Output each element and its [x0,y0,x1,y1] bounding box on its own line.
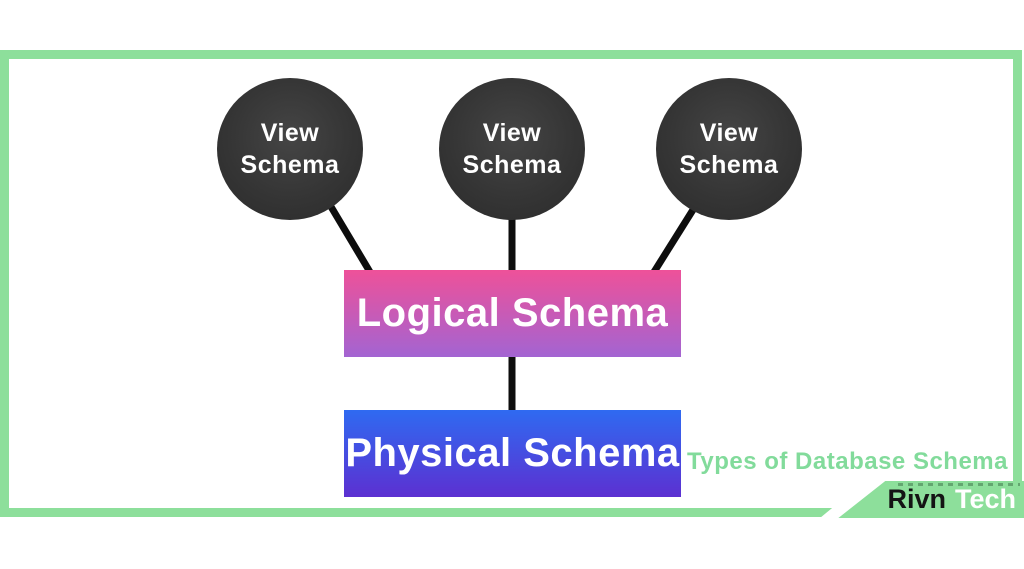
view-schema-node-3-label: View Schema [679,118,779,180]
brand-badge: Rivn Tech [820,481,1024,518]
view-schema-node-1-label: View Schema [240,118,340,180]
view-schema-node-2: View Schema [439,78,585,220]
connector-view1-logical [326,203,374,274]
brand-name-part1: Rivn [887,484,946,514]
physical-schema-box: Physical Schema [344,410,681,497]
brand-name-part2: Tech [954,484,1016,514]
view-schema-node-3: View Schema [656,78,802,220]
logical-schema-box: Logical Schema [344,270,681,357]
diagram-caption: Types of Database Schema [686,448,1008,475]
view-schema-node-1: View Schema [217,78,363,220]
connector-view3-logical [651,203,699,274]
green-border-frame [0,50,1022,517]
view-schema-node-2-label: View Schema [462,118,562,180]
